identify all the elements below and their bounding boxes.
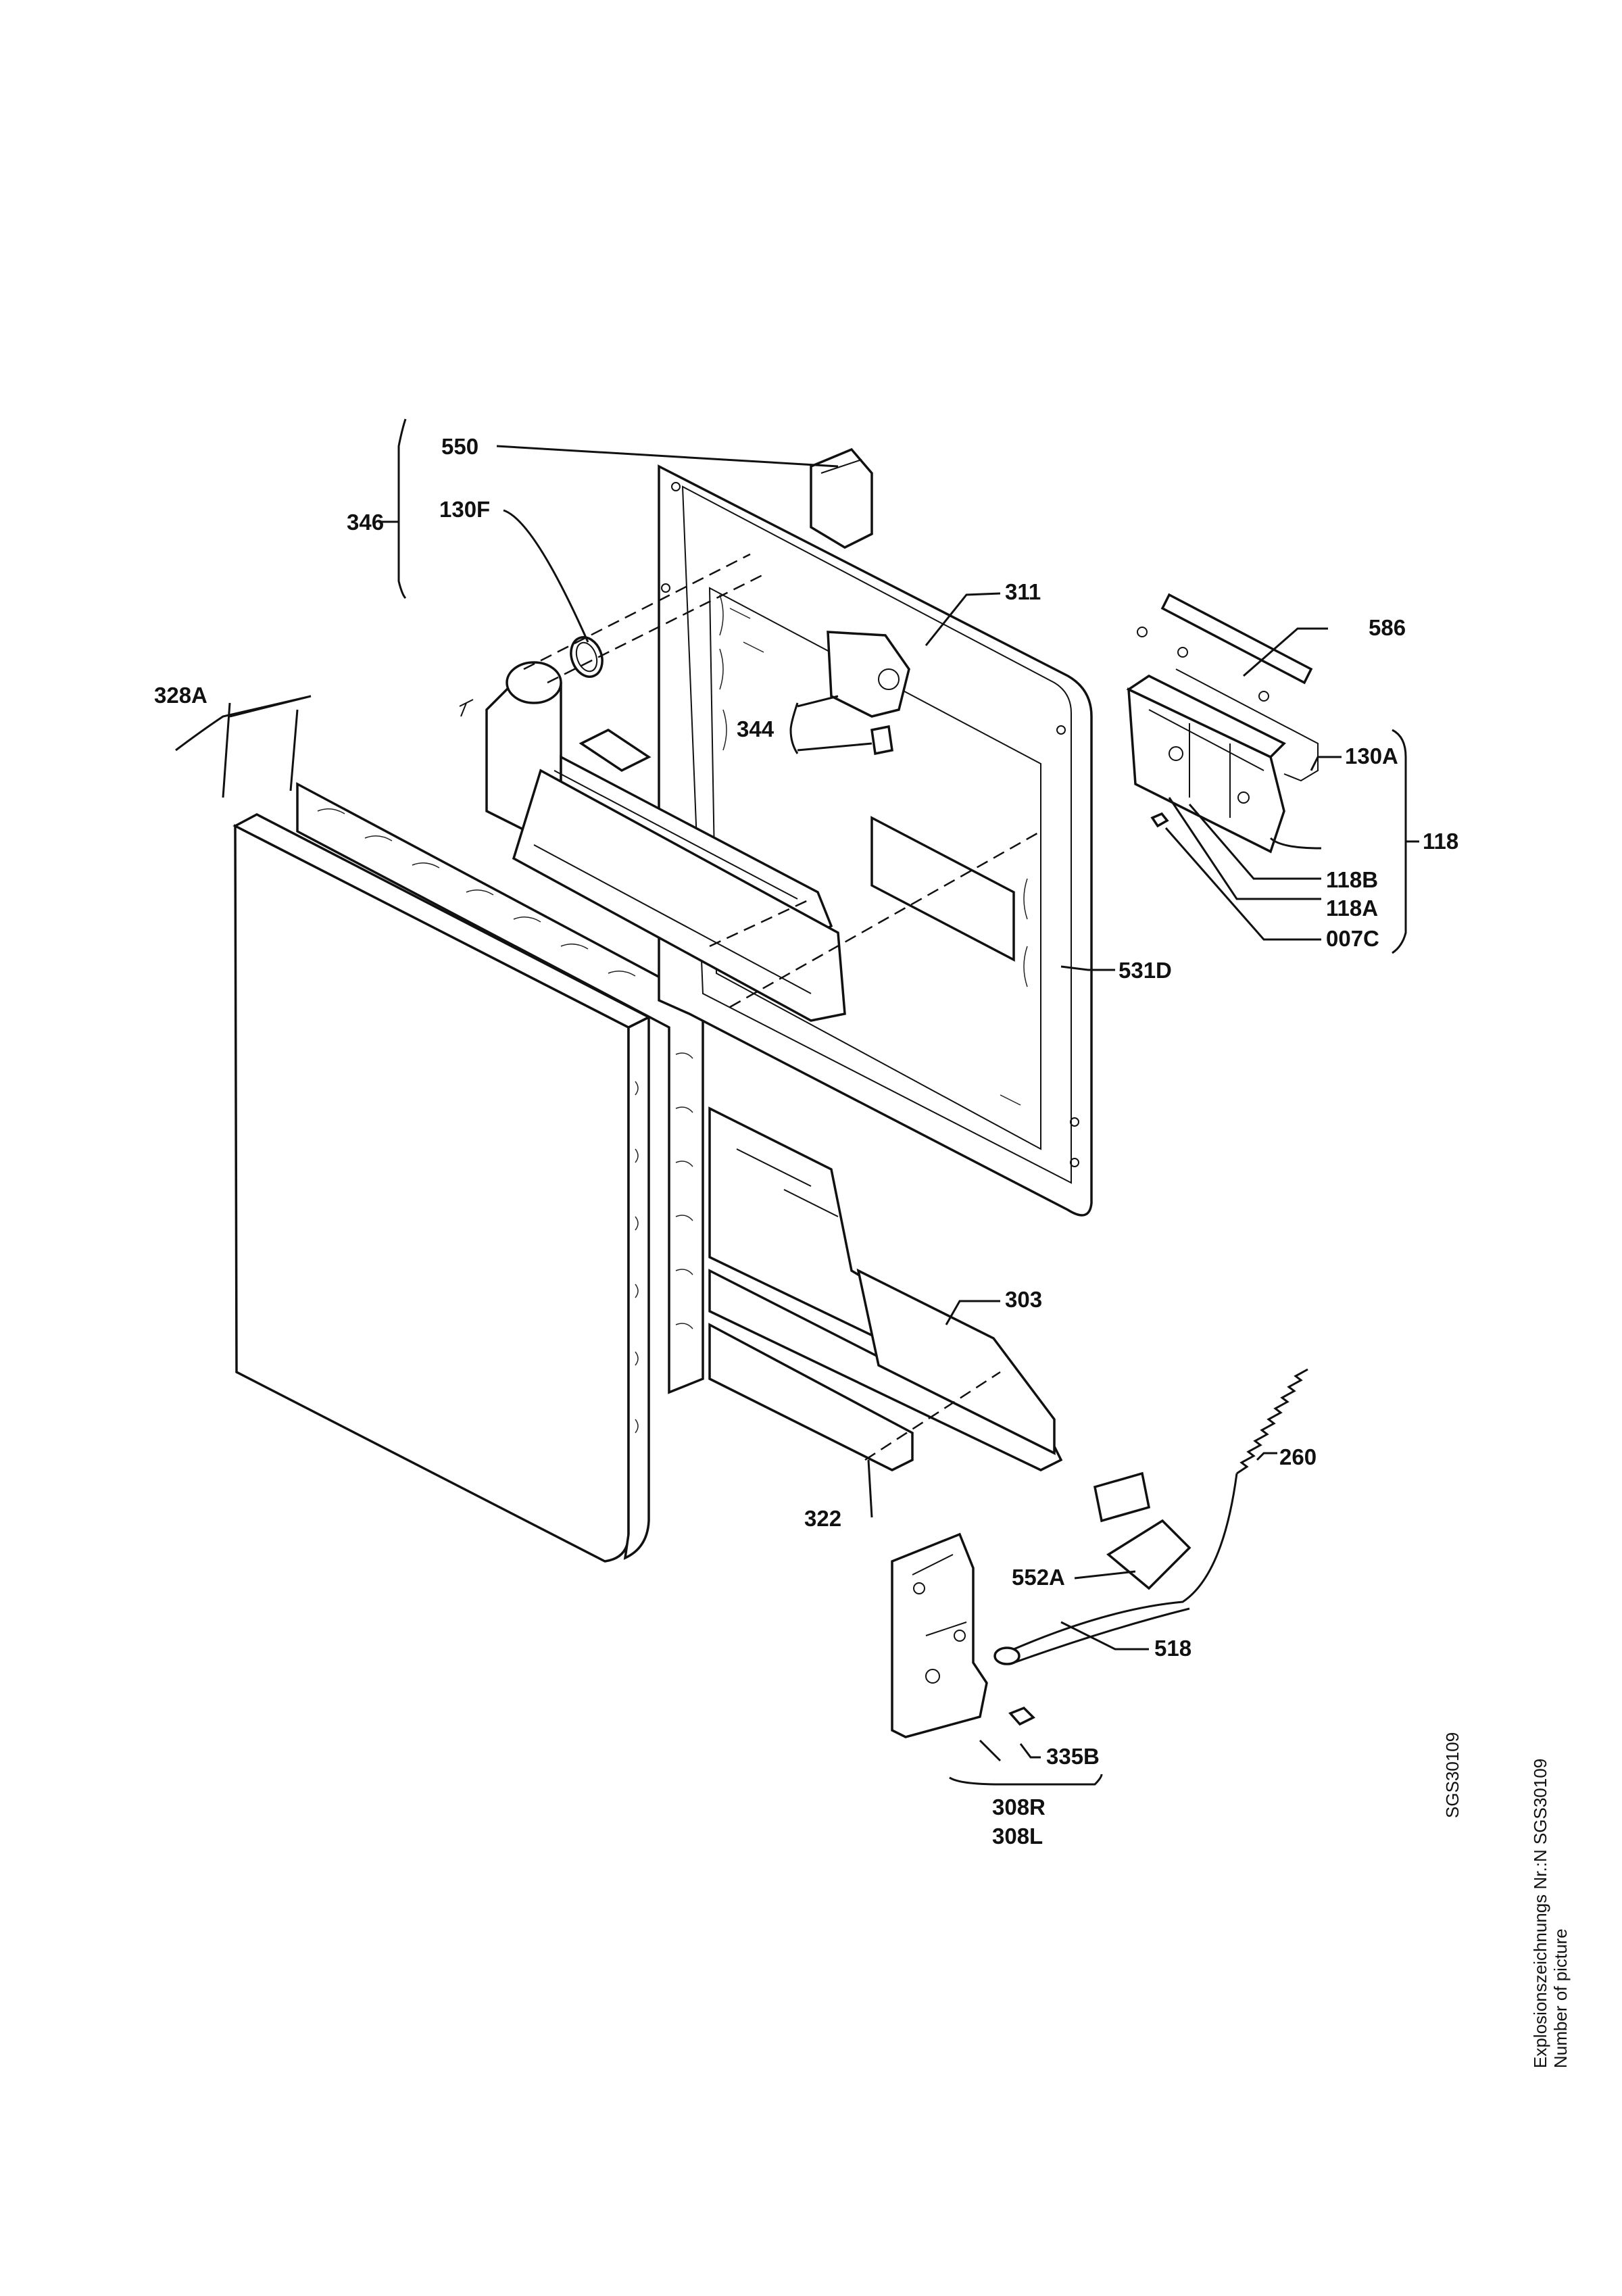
label-550: 550 [441, 434, 478, 459]
label-308R: 308R [992, 1794, 1046, 1819]
label-518: 518 [1154, 1636, 1191, 1661]
assembly-guide-lines [523, 553, 1041, 1461]
label-260: 260 [1279, 1444, 1317, 1469]
label-552A: 552A [1012, 1565, 1065, 1590]
label-130F: 130F [439, 497, 490, 522]
spray-arm-assembly [459, 636, 846, 1022]
drawing-code-vertical: SGS30109 [1442, 1732, 1463, 1818]
label-322: 322 [804, 1506, 841, 1531]
lower-rail-assembly [708, 1106, 1063, 1471]
leader-lines [175, 418, 1419, 1786]
label-118A: 118A [1326, 896, 1378, 921]
label-118: 118 [1423, 829, 1458, 854]
door-lock-344 [827, 631, 910, 756]
label-311: 311 [1005, 579, 1041, 604]
footer-line-1: Explosionszeichnungs Nr.:N SGS30109 [1530, 1759, 1550, 2068]
label-335B: 335B [1046, 1744, 1100, 1769]
label-118B: 118B [1326, 867, 1378, 892]
label-303: 303 [1005, 1287, 1042, 1312]
inner-door-panel [658, 464, 1093, 1217]
label-531D: 531D [1119, 958, 1172, 983]
top-latch-550 [810, 447, 873, 549]
label-007C: 007C [1326, 926, 1379, 951]
label-346: 346 [347, 510, 384, 535]
label-586: 586 [1369, 615, 1406, 640]
part-labels: 550 346 130F 311 586 328A 344 130A 118 1… [154, 434, 1458, 1849]
door-front-panel [232, 782, 704, 1563]
label-328A: 328A [154, 683, 207, 708]
detergent-dispenser [1126, 593, 1319, 854]
label-344: 344 [737, 716, 775, 741]
footer-line-2: Number of picture [1550, 1928, 1571, 2068]
label-308L: 308L [992, 1824, 1043, 1849]
label-130A: 130A [1345, 743, 1398, 768]
